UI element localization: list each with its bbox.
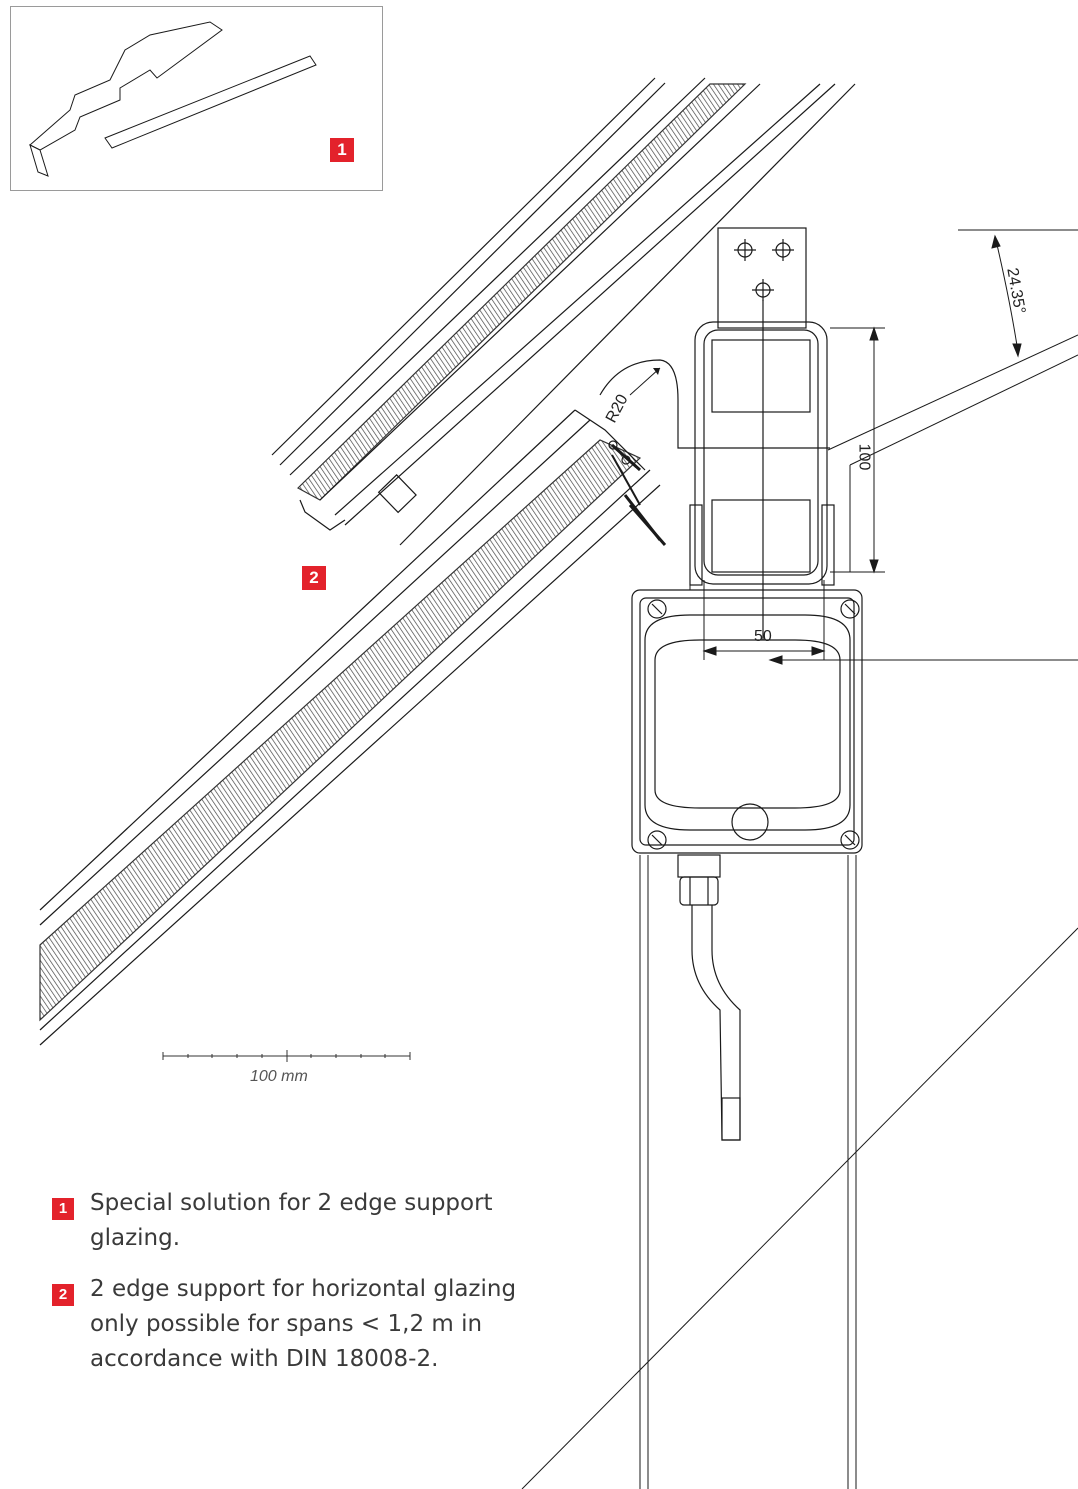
frame-lines [521, 584, 1078, 1489]
bracket-curve [599, 359, 830, 449]
detail-badge: 2 [302, 566, 326, 590]
inset-badge: 1 [330, 138, 354, 162]
note-2-text: 2 edge support for horizontal glazing on… [90, 1276, 517, 1372]
note-1-badge: 1 [52, 1198, 74, 1220]
scale-bar-label: 100 mm [250, 1068, 308, 1085]
height-label: 100 [855, 443, 873, 471]
bracket-profile [689, 300, 835, 640]
cable-gland [677, 854, 741, 1141]
width-label: 50 [754, 628, 772, 645]
mounting-plate [717, 227, 807, 329]
dimension-50 [702, 580, 1078, 665]
inset-drawing [29, 21, 317, 177]
dimension-100 [830, 326, 885, 574]
upper-glazing-panel [271, 77, 856, 546]
angle-dimension [958, 229, 1078, 358]
right-glazing [827, 334, 1078, 572]
lower-glazing-panel [39, 409, 667, 1046]
note-2-badge: 2 [52, 1284, 74, 1306]
note-1-text: Special solution for 2 edge support glaz… [90, 1190, 493, 1251]
inset-frame [10, 6, 383, 191]
motor-housing [631, 589, 863, 854]
scale-bar [162, 1050, 411, 1062]
